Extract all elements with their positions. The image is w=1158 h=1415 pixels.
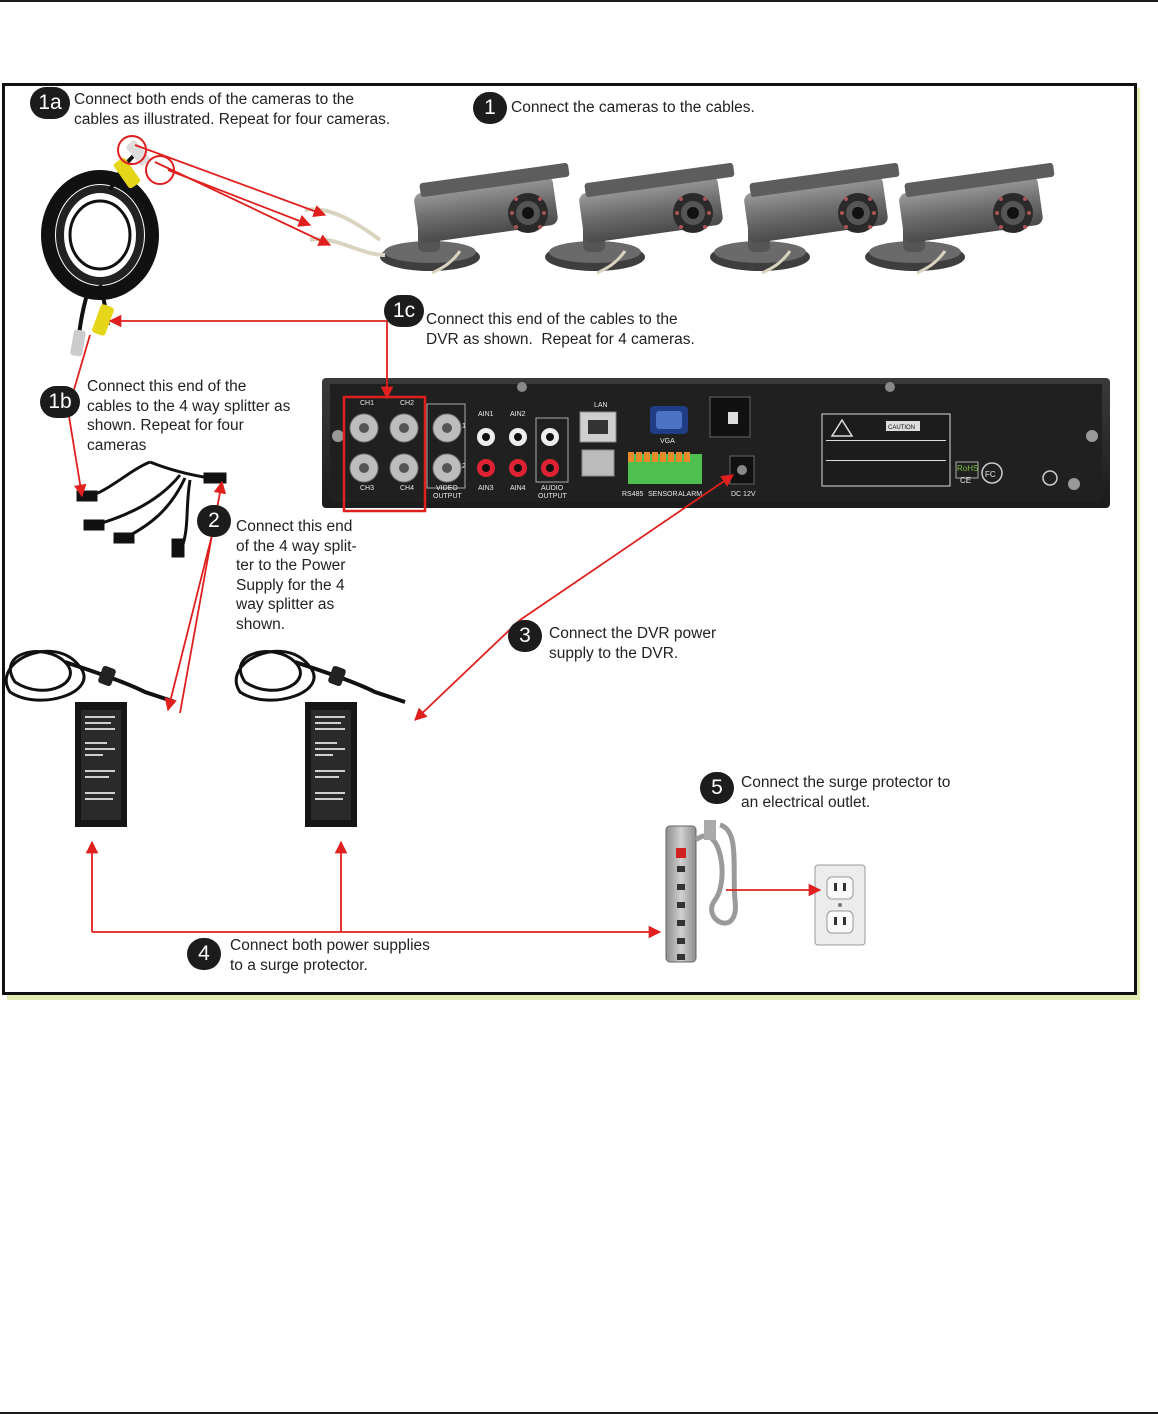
- dvr-label-vo-2: 2: [462, 463, 466, 470]
- dvr-label-rohs: RoHS: [957, 464, 978, 473]
- step-badge-4: 4: [187, 938, 221, 970]
- cable-coil: [48, 139, 152, 357]
- dvr-label-ain4: AIN4: [510, 485, 526, 492]
- dvr-label-ain3: AIN3: [478, 485, 494, 492]
- dvr-label-ch2: CH2: [400, 400, 414, 407]
- dvr-label-audio: AUDIO: [541, 485, 564, 492]
- splitter-power-supply: [6, 651, 175, 827]
- dvr-label-output: OUTPUT: [433, 493, 463, 500]
- step-badge-3: 3: [508, 620, 542, 652]
- camera-1: [380, 163, 570, 273]
- camera-4: [865, 163, 1055, 273]
- dvr-label-lan: LAN: [594, 402, 608, 409]
- step-badge-1c: 1c: [384, 295, 424, 327]
- dvr-label-video: VIDEO: [436, 485, 458, 492]
- dvr-label-sensor: SENSOR: [648, 491, 678, 498]
- dvr-label-fc: FC: [985, 470, 996, 479]
- camera-2: [545, 163, 735, 273]
- step-1-caption: Connect the cameras to the cables.: [511, 98, 755, 118]
- surge-protector: [666, 820, 735, 962]
- step-badge-5: 5: [700, 772, 734, 804]
- dvr-label-audio-output: OUTPUT: [538, 493, 568, 500]
- dvr-label-ce: CE: [960, 476, 971, 485]
- dvr-label-ain2: AIN2: [510, 411, 526, 418]
- bottom-rule: [0, 1412, 1158, 1414]
- dvr-power-supply: [236, 651, 405, 827]
- dvr-label-ch3: CH3: [360, 485, 374, 492]
- step-badge-1a: 1a: [30, 87, 70, 119]
- arrow-1a-top: [135, 145, 325, 215]
- dvr-label-caution: CAUTION: [888, 425, 915, 431]
- dvr-label-alarm: ALARM: [678, 491, 702, 498]
- dvr-label-vo-1: 1: [462, 423, 466, 430]
- arrow-2-down: [168, 535, 212, 710]
- camera-cable: [305, 209, 380, 240]
- step-badge-2: 2: [197, 505, 231, 537]
- arrow-3-down: [415, 620, 520, 720]
- dvr-label-vga: VGA: [660, 438, 675, 445]
- step-badge-1: 1: [473, 92, 507, 124]
- step-badge-1b: 1b: [40, 386, 80, 418]
- dvr-label-dc: DC 12V: [731, 491, 756, 498]
- connection-diagram: CH1 CH2 CH3 CH4 VIDEO OUTPUT 1 2 AIN1 AI…: [0, 0, 1158, 1000]
- dvr-label-ch4: CH4: [400, 485, 414, 492]
- dvr-label-ch1: CH1: [360, 400, 374, 407]
- arrow-1a-mid: [168, 170, 310, 225]
- dvr-label-rs485: RS485: [622, 491, 644, 498]
- wall-outlet: [815, 865, 865, 945]
- dvr-label-ain1: AIN1: [478, 411, 494, 418]
